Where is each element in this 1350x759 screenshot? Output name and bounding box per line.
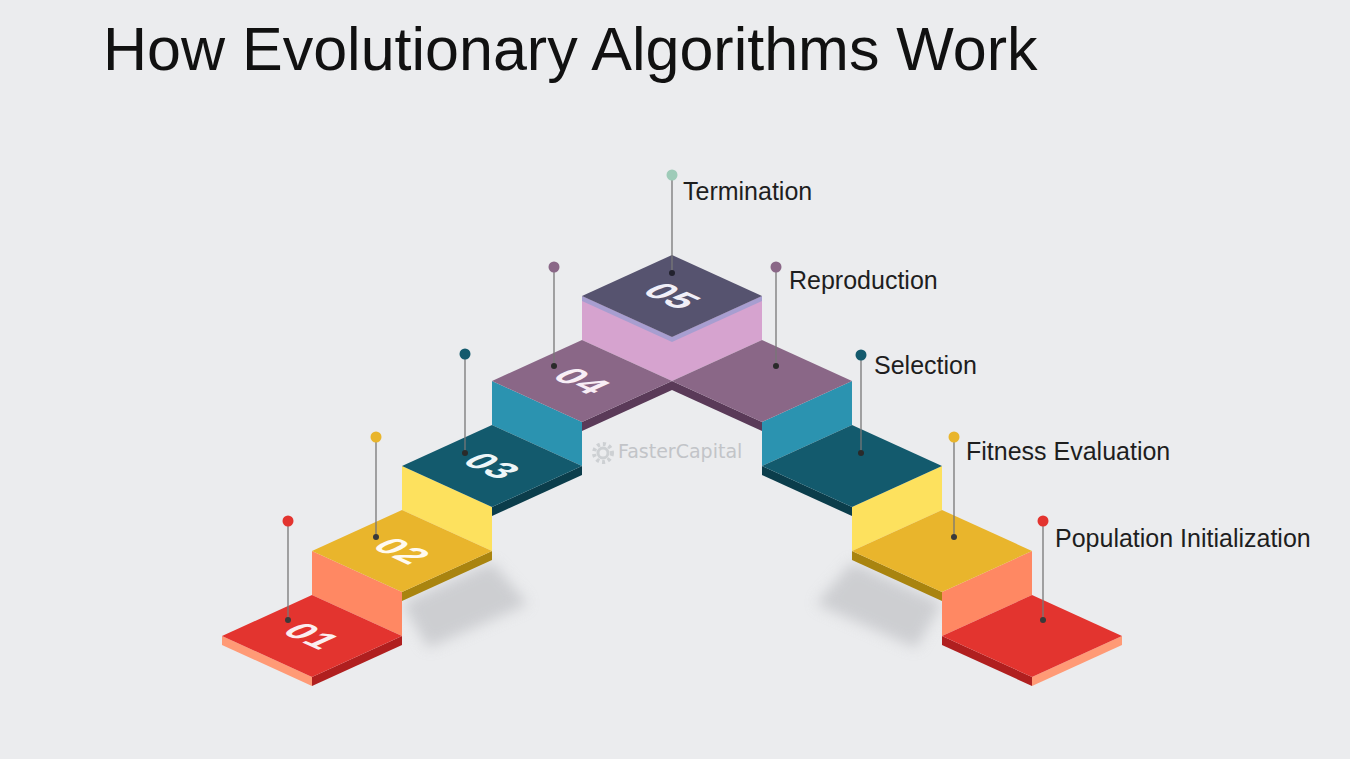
pin (460, 349, 471, 457)
right-stair-tops (672, 340, 1122, 677)
step-label: Population Initialization (1055, 523, 1311, 553)
leader-line (464, 354, 465, 453)
gear-teeth (594, 444, 612, 462)
step-top-face (492, 340, 672, 422)
pin-head (667, 170, 678, 181)
pin-foot (551, 363, 557, 369)
pin-foot (1040, 617, 1046, 623)
leader-line (775, 267, 776, 366)
pin (371, 432, 382, 541)
pin-foot (669, 270, 675, 276)
pin (1038, 516, 1049, 624)
step-label: Termination (683, 176, 812, 206)
leader-line (1042, 521, 1043, 620)
pin-head (856, 350, 867, 361)
step-block: 02 (312, 510, 492, 592)
pin-head (1038, 516, 1049, 527)
step-top (852, 510, 1032, 592)
pin-head (771, 262, 782, 273)
leader-line (553, 267, 554, 366)
pin-foot (858, 450, 864, 456)
step-block: 03 (402, 425, 582, 507)
gear-hub (598, 448, 608, 458)
step-label: Selection (874, 350, 977, 380)
leader-line (860, 355, 861, 453)
pin-foot (773, 363, 779, 369)
step-top-face (312, 510, 492, 592)
step-block: 01 (222, 595, 402, 677)
pin (283, 516, 294, 624)
watermark: FasterCapital (618, 440, 742, 463)
step-block: 04 (492, 340, 672, 422)
pin-foot (462, 450, 468, 456)
diagram-title: How Evolutionary Algorithms Work (103, 14, 1038, 84)
pin-foot (285, 617, 291, 623)
pin (949, 432, 960, 541)
pin (667, 170, 678, 277)
step-top-face (222, 595, 402, 677)
step-top (672, 340, 852, 422)
pin-head (549, 262, 560, 273)
pin-foot (373, 534, 379, 540)
step-top (762, 425, 942, 507)
pin-foot (951, 534, 957, 540)
step-top (942, 595, 1122, 677)
watermark-gear (594, 444, 612, 462)
pin-head (283, 516, 294, 527)
left-stair-sides (222, 296, 672, 686)
pin (856, 350, 867, 457)
step-top-face (402, 425, 582, 507)
step-label: Fitness Evaluation (966, 436, 1170, 466)
leader-line (375, 437, 376, 537)
leader-line (953, 437, 954, 537)
pin-head (949, 432, 960, 443)
pin-head (371, 432, 382, 443)
step-label: Reproduction (789, 265, 938, 295)
pin (771, 262, 782, 370)
pin (549, 262, 560, 370)
leader-line (671, 175, 672, 273)
pin-head (460, 349, 471, 360)
leader-line (287, 521, 288, 620)
right-stair-sides (672, 296, 1122, 686)
